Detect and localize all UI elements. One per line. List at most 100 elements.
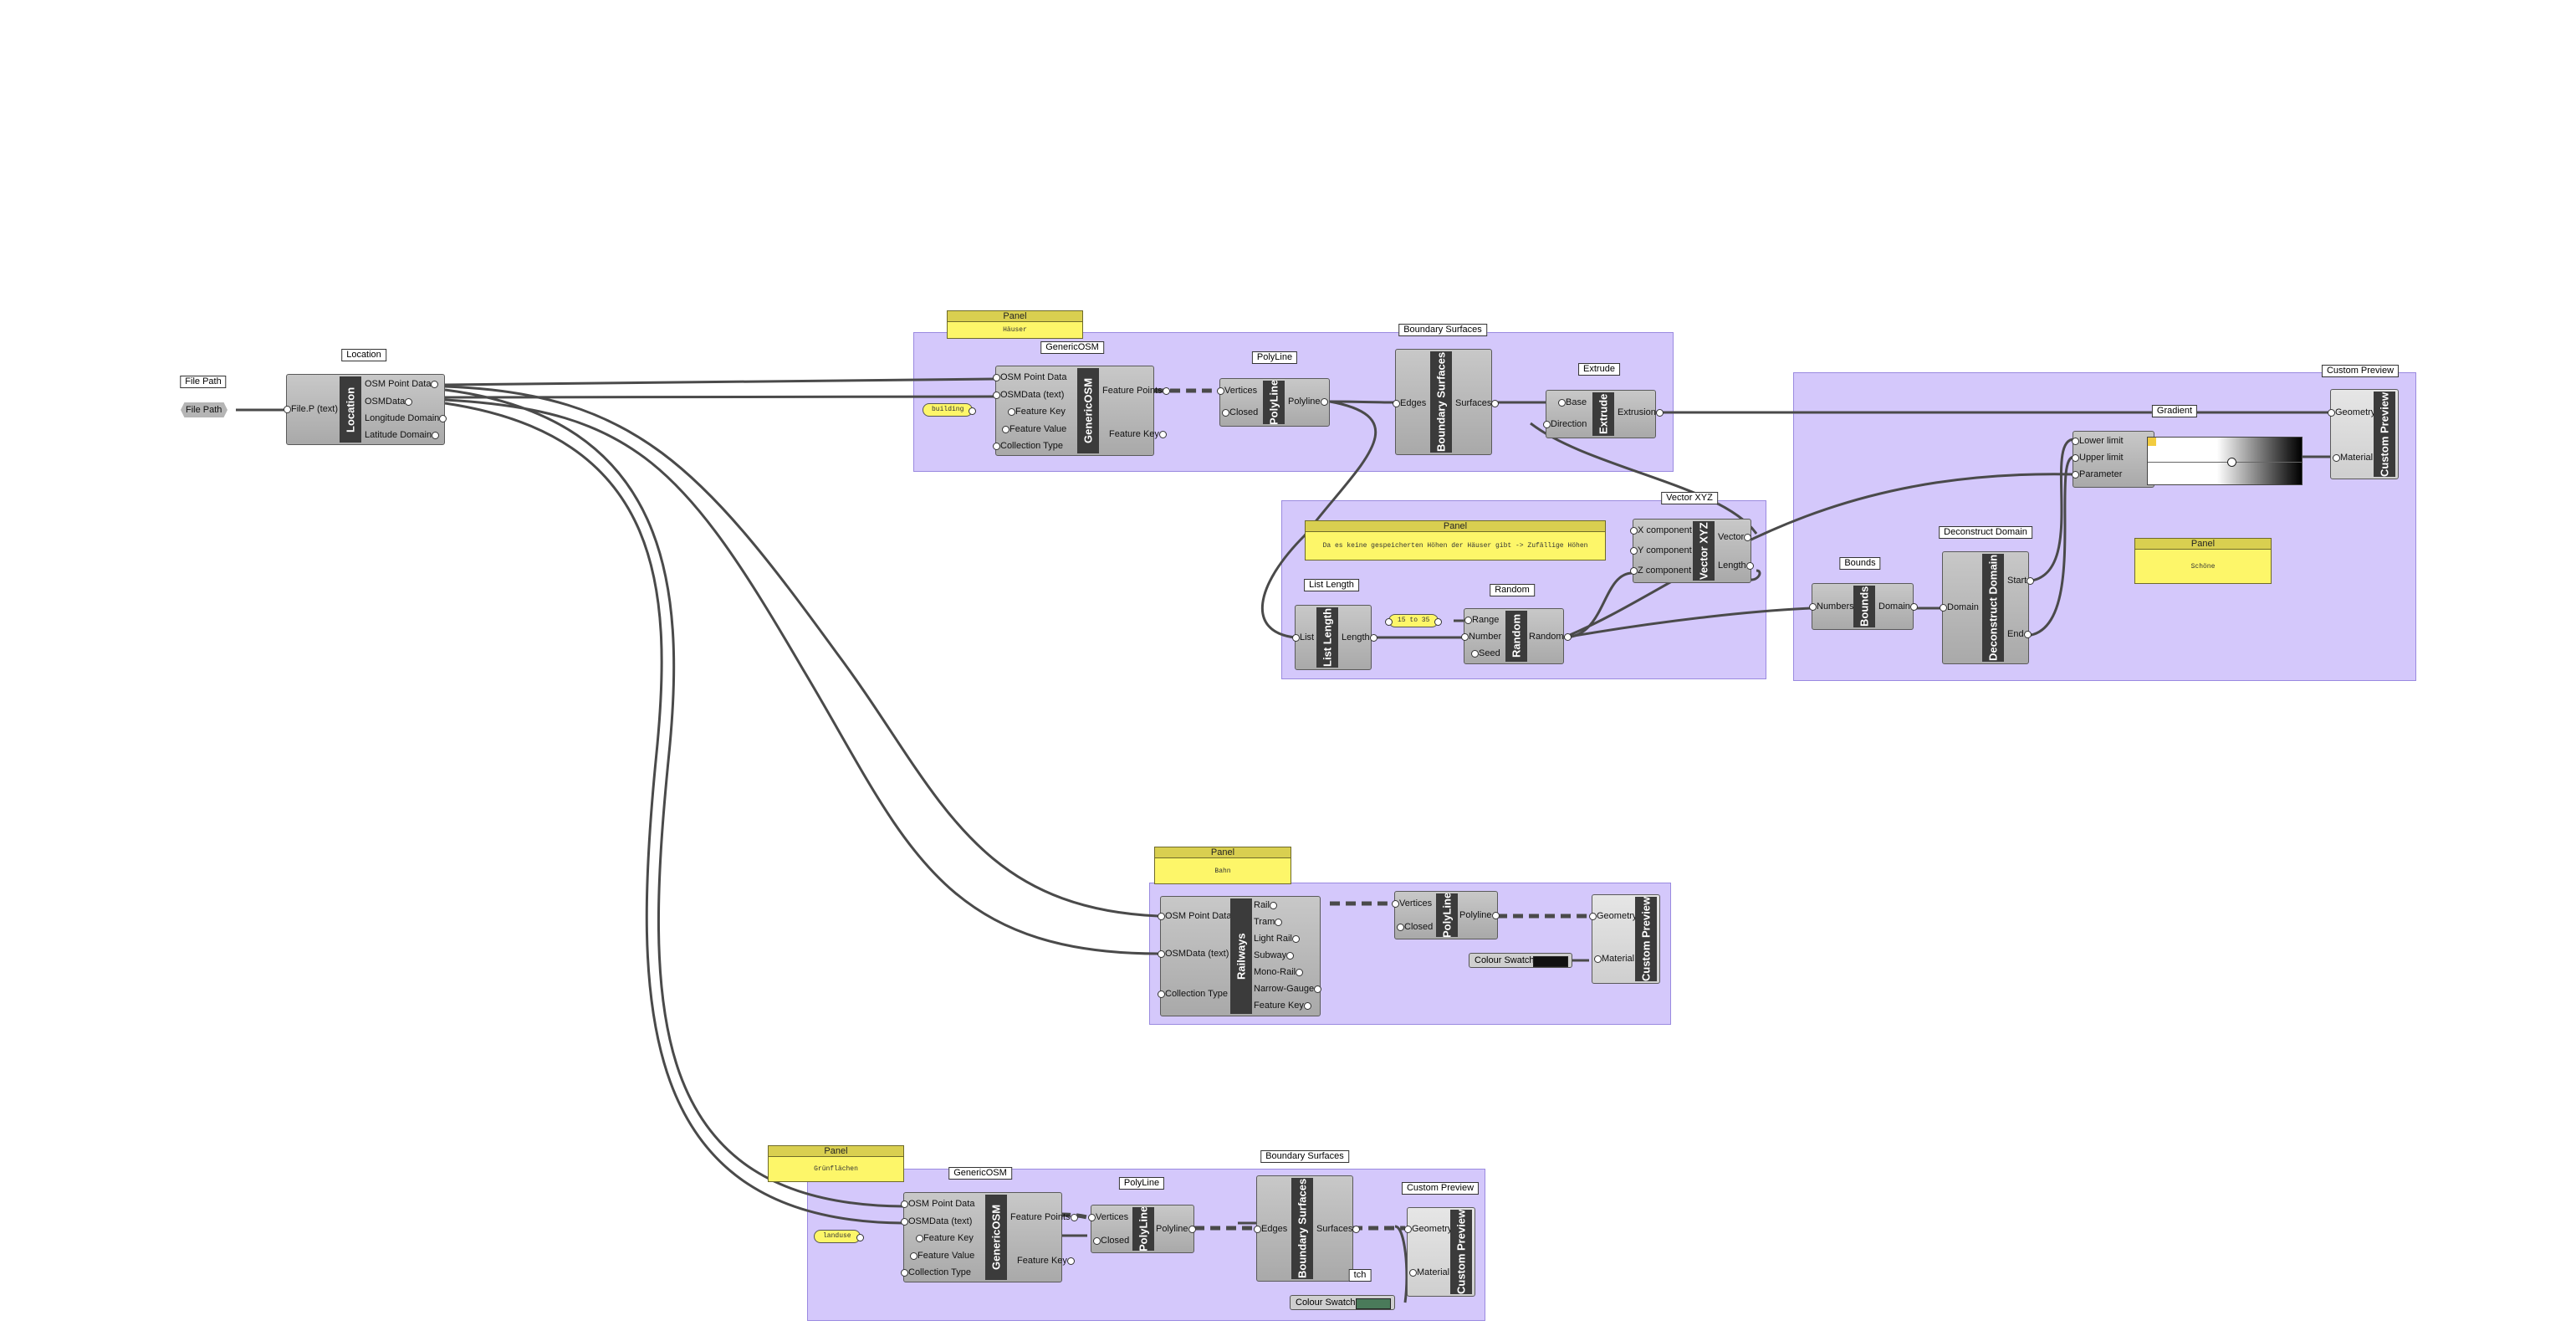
landuse-polyline-component[interactable]: Vertices Closed PolyLine Polyline (1087, 1205, 1195, 1253)
landuse-osm-input-collection-type[interactable]: Collection Type (900, 1267, 972, 1277)
location-output-osm-point[interactable]: OSM Point Data (365, 379, 440, 389)
railways-input-osm-point[interactable]: OSM Point Data (1157, 911, 1232, 921)
railways-output-feature-key[interactable]: Feature Key (1254, 1001, 1311, 1011)
vector-input-x[interactable]: X component (1630, 525, 1692, 535)
houses-panel[interactable]: Panel Häuser (947, 310, 1083, 339)
landuse-osm-input-osmdata[interactable]: OSMData (text) (900, 1216, 973, 1226)
genericosm-input-osmdata[interactable]: OSMData (text) (992, 390, 1065, 400)
landuse-boundary-input-edges[interactable]: Edges (1253, 1224, 1288, 1234)
polyline-input-closed[interactable]: Closed (1221, 407, 1259, 417)
random-input-seed[interactable]: Seed (1471, 648, 1500, 658)
random-component[interactable]: Range Number Seed Random Random (1460, 608, 1572, 664)
random-output[interactable]: Random (1529, 632, 1572, 642)
landuse-colour-swatch[interactable]: Colour Swatch (1290, 1295, 1395, 1310)
landuse-boundary-output-surfaces[interactable]: Surfaces (1316, 1224, 1361, 1234)
custom-preview-input-geometry[interactable]: Geometry (2327, 407, 2376, 417)
deconstruct-output-end[interactable]: End (2007, 629, 2031, 639)
boundary-surfaces-component[interactable]: Edges Boundary Surfaces Surfaces (1392, 349, 1500, 455)
range-chip[interactable]: 15 to 35 (1384, 614, 1443, 627)
vector-input-z[interactable]: Z component (1629, 566, 1692, 576)
landuse-chip[interactable]: landuse (814, 1230, 864, 1243)
polyline-component[interactable]: Vertices Closed PolyLine Polyline (1216, 378, 1330, 427)
railways-polyline-output[interactable]: Polyline (1459, 910, 1499, 920)
location-input-file[interactable]: File.P (text) (283, 404, 339, 414)
random-input-range[interactable]: Range (1464, 615, 1500, 625)
landuse-preview-input-material[interactable]: Material (1408, 1267, 1450, 1277)
deconstruct-output-start[interactable]: Start (2007, 576, 2035, 586)
gradient-input-lower[interactable]: Lower limit (2072, 436, 2124, 446)
extrude-input-direction[interactable]: Direction (1542, 419, 1587, 429)
gradient-input-parameter[interactable]: Parameter (2071, 469, 2123, 479)
bounds-output-domain[interactable]: Domain (1878, 601, 1918, 612)
gradient-knob[interactable] (2227, 458, 2236, 467)
railways-preview-input-geometry[interactable]: Geometry (1588, 911, 1638, 921)
heights-panel[interactable]: Panel Da es keine gespeicherten Höhen de… (1305, 520, 1606, 561)
location-output-osmdata[interactable]: OSMData (365, 397, 413, 407)
genericosm-component[interactable]: OSM Point Data OSMData (text) Feature Ke… (992, 366, 1170, 456)
railways-polyline-input-vertices[interactable]: Vertices (1391, 898, 1433, 909)
location-component[interactable]: File.P (text) Location OSM Point Data OS… (283, 374, 447, 445)
random-input-number[interactable]: Number (1460, 632, 1502, 642)
railways-swatch-color[interactable] (1533, 956, 1568, 967)
gradient-input-upper[interactable]: Upper limit (2072, 453, 2124, 463)
genericosm-input-collection-type[interactable]: Collection Type (992, 441, 1064, 451)
vector-input-y[interactable]: Y component (1630, 545, 1692, 555)
railways-input-collection-type[interactable]: Collection Type (1157, 989, 1229, 999)
landuse-osm-output-feature-points[interactable]: Feature Points (1010, 1212, 1078, 1222)
railways-preview-input-material[interactable]: Material (1593, 954, 1635, 964)
genericosm-input-feature-key[interactable]: Feature Key (1008, 407, 1066, 417)
extrude-output-extrusion[interactable]: Extrusion (1618, 407, 1664, 417)
landuse-preview-input-geometry[interactable]: Geometry (1403, 1224, 1453, 1234)
landuse-custom-preview-component[interactable]: Geometry Material Custom Preview (1403, 1207, 1475, 1297)
extrude-input-base[interactable]: Base (1557, 397, 1587, 407)
genericosm-output-feature-points[interactable]: Feature Points (1102, 386, 1170, 396)
schoene-panel[interactable]: Panel Schöne (2134, 538, 2272, 584)
custom-preview-input-material[interactable]: Material (2332, 453, 2374, 463)
boundary-input-edges[interactable]: Edges (1392, 398, 1427, 408)
polyline-input-vertices[interactable]: Vertices (1216, 386, 1258, 396)
railways-output-tram[interactable]: Tram (1254, 917, 1283, 927)
polyline-output[interactable]: Polyline (1288, 397, 1327, 407)
railways-component[interactable]: OSM Point Data OSMData (text) Collection… (1157, 896, 1322, 1016)
deconstruct-input-domain[interactable]: Domain (1940, 602, 1979, 612)
custom-preview-component[interactable]: Geometry Material Custom Preview (2327, 389, 2399, 479)
gruenflaechen-panel[interactable]: Panel Grünflächen (768, 1145, 904, 1182)
railways-polyline-input-closed[interactable]: Closed (1396, 922, 1434, 932)
extrude-component[interactable]: Base Direction Extrude Extrusion (1542, 390, 1664, 438)
building-chip[interactable]: building (923, 403, 977, 417)
bounds-component[interactable]: Numbers Bounds Domain (1809, 583, 1918, 630)
landuse-osm-output-feature-key[interactable]: Feature Key (1017, 1256, 1075, 1266)
railways-polyline-component[interactable]: Vertices Closed PolyLine Polyline (1391, 891, 1499, 939)
location-output-longitude[interactable]: Longitude Domain (365, 413, 447, 423)
list-length-component[interactable]: List List Length Length (1291, 605, 1377, 670)
genericosm-input-osm-point[interactable]: OSM Point Data (992, 372, 1067, 382)
gradient-ramp[interactable] (2147, 437, 2303, 485)
landuse-osm-input-osm-point[interactable]: OSM Point Data (900, 1199, 975, 1209)
landuse-polyline-input-vertices[interactable]: Vertices (1087, 1212, 1129, 1222)
list-length-input-list[interactable]: List (1291, 632, 1315, 642)
landuse-osm-input-feature-key[interactable]: Feature Key (916, 1233, 974, 1243)
gradient-component[interactable]: Lower limit Upper limit Parameter (2071, 431, 2154, 488)
genericosm-output-feature-key[interactable]: Feature Key (1109, 429, 1167, 439)
landuse-polyline-input-closed[interactable]: Closed (1092, 1236, 1130, 1246)
railways-colour-swatch[interactable]: Colour Swatch (1469, 953, 1572, 968)
deconstruct-domain-component[interactable]: Domain Deconstruct Domain Start End (1940, 551, 2035, 664)
landuse-polyline-output[interactable]: Polyline (1156, 1224, 1195, 1234)
landuse-swatch-color[interactable] (1356, 1298, 1391, 1309)
list-length-output-length[interactable]: Length (1342, 632, 1377, 642)
landuse-genericosm-component[interactable]: OSM Point Data OSMData (text) Feature Ke… (900, 1192, 1078, 1282)
landuse-boundary-component[interactable]: Edges Boundary Surfaces Surfaces (1253, 1175, 1361, 1282)
railways-output-rail[interactable]: Rail (1254, 900, 1277, 910)
boundary-output-surfaces[interactable]: Surfaces (1455, 398, 1500, 408)
vector-xyz-component[interactable]: X component Y component Z component Vect… (1629, 519, 1754, 583)
bahn-panel[interactable]: Panel Bahn (1154, 847, 1291, 884)
railways-output-narrow-gauge[interactable]: Narrow-Gauge (1254, 984, 1322, 994)
location-output-latitude[interactable]: Latitude Domain (365, 430, 440, 440)
railways-output-mono-rail[interactable]: Mono-Rail (1254, 967, 1304, 977)
vector-output-length[interactable]: Length (1718, 561, 1754, 571)
bounds-input-numbers[interactable]: Numbers (1809, 601, 1854, 612)
railways-output-light-rail[interactable]: Light Rail (1254, 934, 1300, 944)
file-path-param[interactable]: File Path (181, 402, 227, 417)
genericosm-input-feature-value[interactable]: Feature Value (1001, 424, 1067, 434)
vector-output-vector[interactable]: Vector (1718, 532, 1752, 542)
